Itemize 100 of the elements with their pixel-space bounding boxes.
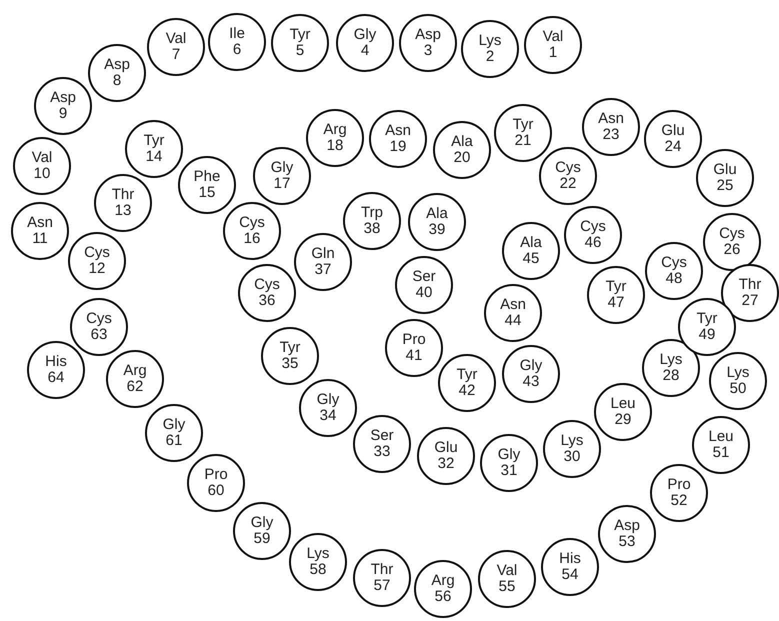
residue-name: Asn — [598, 110, 624, 127]
residue-name: Gly — [270, 160, 294, 176]
residue-number: 9 — [58, 106, 68, 122]
residue-name: Arg — [431, 572, 455, 589]
residue-name: Phe — [194, 168, 220, 185]
residue-name: Tyr — [290, 26, 310, 43]
residue-name: Lys — [306, 546, 330, 562]
residue-name: Lys — [660, 352, 682, 368]
residue-name: Lys — [726, 364, 750, 381]
residue-number: 17 — [274, 176, 290, 192]
residue-name: Thr — [370, 562, 394, 578]
residue-number: 38 — [364, 221, 380, 238]
residue-number: 44 — [504, 313, 522, 330]
residue-name: Gly — [520, 358, 542, 374]
residue-name: Gly — [498, 446, 520, 463]
residue-number: 37 — [314, 262, 332, 278]
residue-number: 63 — [90, 327, 108, 344]
residue-number: 16 — [244, 231, 260, 248]
residue-name: Pro — [204, 466, 228, 483]
residue-number: 20 — [454, 150, 470, 166]
residue-name: Pro — [667, 476, 691, 493]
residue-name: Arg — [123, 362, 147, 379]
residue-name: Tyr — [280, 340, 300, 356]
residue-name: Ser — [370, 428, 394, 444]
residue-number: 26 — [724, 242, 740, 258]
residue-name: Lys — [478, 32, 502, 49]
residue-number: 40 — [416, 285, 432, 302]
residue-number: 46 — [584, 235, 602, 252]
residue-name: Gln — [311, 246, 335, 262]
residue-name: Val — [32, 150, 52, 166]
residue-name: Arg — [323, 122, 347, 138]
residue-number: 50 — [730, 381, 746, 398]
residue-number: 5 — [296, 43, 304, 60]
residue-number: 30 — [564, 449, 580, 466]
residue-name: Glu — [661, 122, 685, 139]
residue-name: Pro — [402, 332, 426, 348]
residue-number: 48 — [666, 271, 682, 288]
residue-name: Cys — [84, 244, 110, 261]
residue-number: 21 — [514, 133, 532, 150]
residue-number: 27 — [742, 293, 758, 310]
residue-name: Asp — [50, 90, 76, 106]
residue-name: Gly — [162, 416, 186, 433]
residue-number: 8 — [112, 73, 122, 90]
residue-number: 52 — [670, 493, 688, 510]
residue-number: 64 — [48, 370, 64, 386]
residue-name: Cys — [555, 160, 581, 176]
residue-name: Tyr — [456, 366, 478, 383]
residue-number: 42 — [458, 383, 476, 400]
residue-name: Cys — [661, 254, 687, 271]
residue-name: Ser — [412, 268, 436, 285]
residue-number: 51 — [712, 445, 730, 462]
residue-number: 59 — [254, 531, 270, 548]
residue-name: Lys — [560, 432, 584, 449]
residue-number: 12 — [88, 261, 106, 278]
residue-number: 14 — [146, 149, 162, 166]
residue-name: Leu — [610, 396, 636, 412]
residue-number: 43 — [522, 374, 540, 390]
residue-number: 28 — [662, 368, 680, 384]
residue-number: 29 — [614, 412, 632, 428]
residue-number: 24 — [664, 139, 682, 156]
residue-name: Gly — [316, 392, 340, 408]
residue-number: 1 — [548, 45, 558, 62]
residue-name: Ala — [520, 234, 542, 251]
residue-number: 22 — [560, 176, 576, 192]
residue-name: Val — [542, 28, 564, 45]
residue-name: Trp — [361, 204, 383, 221]
residue-number: 56 — [434, 589, 452, 606]
residue-name: His — [45, 354, 67, 370]
residue-name: Thr — [738, 276, 762, 293]
residue-name: His — [559, 550, 581, 567]
residue-name: Glu — [713, 162, 737, 178]
residue-number: 15 — [198, 185, 216, 202]
residue-name: Leu — [708, 428, 734, 445]
residue-number: 57 — [374, 578, 390, 594]
residue-number: 18 — [326, 138, 344, 154]
residue-name: Tyr — [144, 132, 164, 149]
residue-name: Asp — [415, 26, 441, 43]
residue-number: 2 — [486, 49, 494, 66]
residue-number: 60 — [208, 483, 224, 500]
residue-number: 7 — [172, 47, 180, 64]
residue-name: Tyr — [606, 278, 626, 295]
residue-name: Val — [496, 562, 518, 579]
residue-number: 41 — [406, 348, 422, 364]
residue-name: Cys — [719, 226, 745, 242]
residue-name: Thr — [112, 186, 134, 203]
residue-number: 34 — [320, 408, 336, 424]
residue-number: 33 — [374, 444, 390, 460]
residue-name: Cys — [580, 218, 606, 235]
residue-number: 35 — [282, 356, 298, 372]
residue-name: Val — [166, 30, 186, 47]
residue-name: Asp — [104, 56, 130, 73]
residue-name: Cys — [239, 214, 265, 231]
residue-name: Ala — [451, 134, 473, 150]
residue-name: Glu — [434, 440, 458, 456]
residue-number: 36 — [258, 293, 276, 310]
residue-name: Tyr — [512, 116, 534, 133]
residue-number: 25 — [716, 178, 734, 194]
residue-number: 31 — [500, 463, 518, 480]
residue-number: 4 — [360, 43, 370, 60]
residue-name: Cys — [86, 310, 112, 327]
